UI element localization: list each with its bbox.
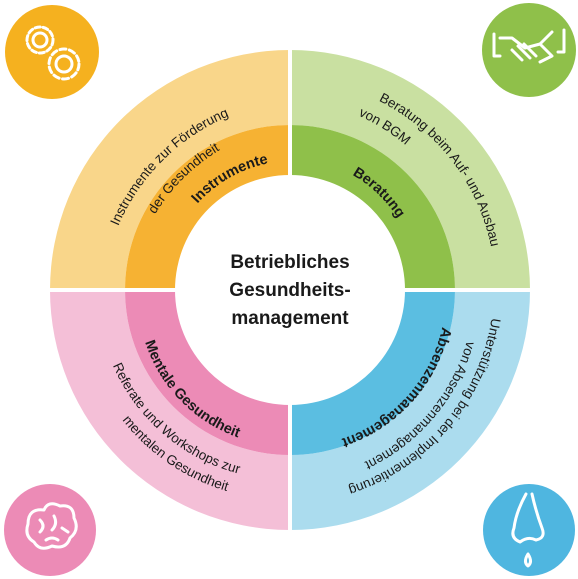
center-line-2: Gesundheits-: [229, 280, 350, 301]
center-line-3: management: [231, 308, 349, 329]
nose-icon: [483, 484, 575, 576]
inner-segment-absenzenmanagement: [290, 290, 455, 455]
outer-segment-mentale-gesundheit: [50, 290, 290, 530]
center-circle: [177, 177, 403, 403]
outer-segment-absenzenmanagement: [290, 290, 530, 530]
inner-segment-mentale-gesundheit: [125, 290, 290, 455]
gears-icon: [5, 5, 99, 99]
center-title: Betriebliches Gesundheits- management: [229, 252, 350, 329]
brain-icon: [4, 484, 96, 576]
inner-segment-beratung: [290, 125, 455, 290]
center-line-1: Betriebliches: [230, 252, 349, 273]
outer-segment-beratung: [290, 50, 530, 290]
handshake-icon: [482, 3, 576, 97]
inner-segment-instrumente: [125, 125, 290, 290]
outer-segment-instrumente: [50, 50, 290, 290]
